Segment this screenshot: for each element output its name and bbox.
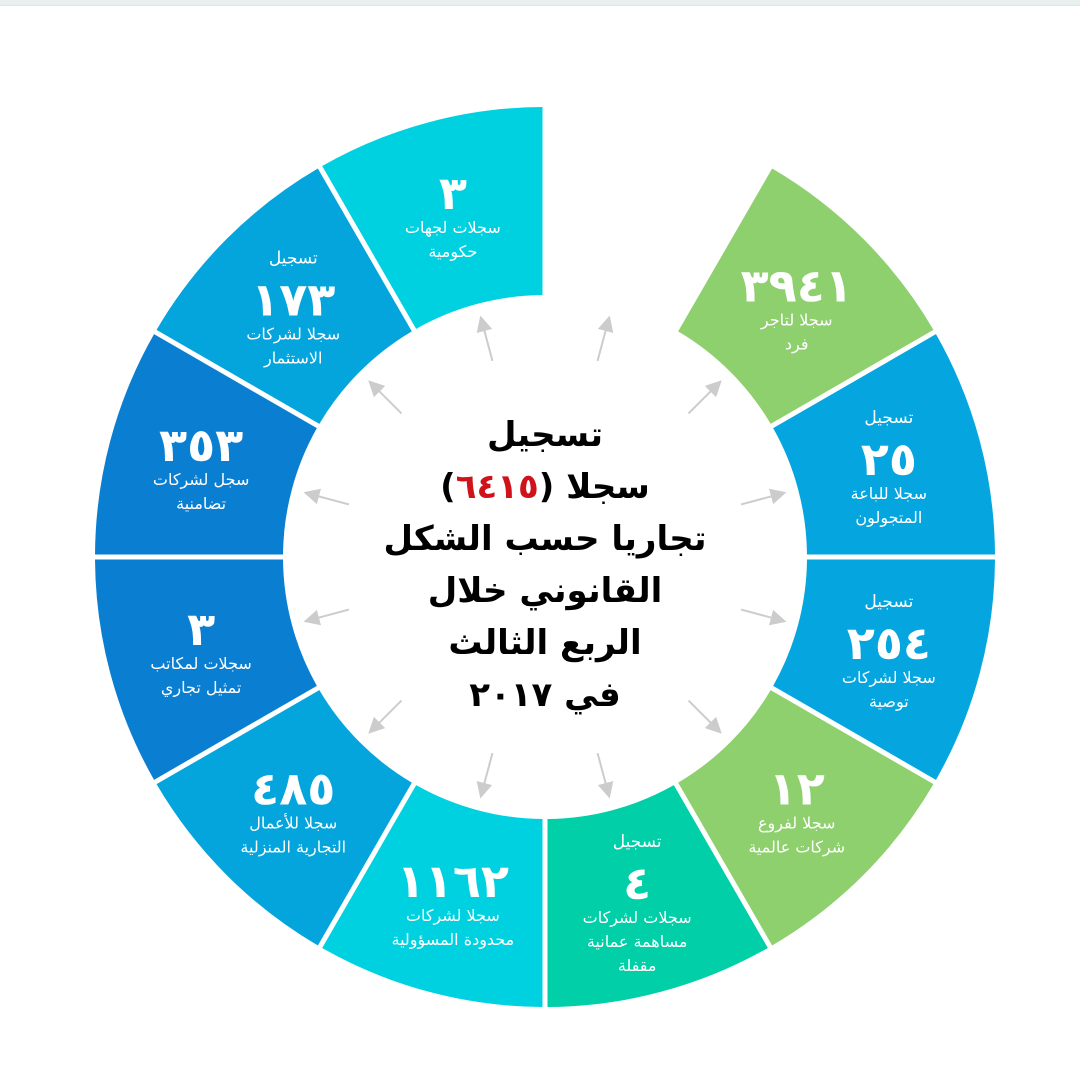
segment-shape bbox=[95, 559, 317, 780]
segment-label: الاستثمار bbox=[263, 348, 322, 368]
arrows-group bbox=[303, 315, 787, 799]
segment-label: سجلا للباعة bbox=[851, 484, 927, 503]
segment-label: المتجولون bbox=[855, 508, 922, 528]
segment-label: تضامنية bbox=[176, 494, 226, 513]
segment-shape bbox=[547, 785, 768, 1007]
arrow-icon bbox=[596, 315, 614, 362]
segment-value: ٢٥٤ bbox=[847, 616, 931, 670]
arrow-icon bbox=[303, 608, 350, 626]
segment-shape bbox=[678, 690, 934, 946]
segment-label: تمثيل تجاري bbox=[161, 678, 241, 698]
arrow-icon bbox=[368, 380, 403, 415]
arrow-icon bbox=[687, 380, 722, 415]
paren-open: ( bbox=[539, 467, 566, 507]
segment-shape bbox=[773, 334, 995, 555]
segment-shape bbox=[95, 334, 317, 555]
segment-prefix: تسجيل bbox=[864, 408, 913, 428]
segment-label: مساهمة عمانية bbox=[587, 932, 688, 951]
arrow-icon bbox=[740, 488, 787, 506]
center-title-line-2: سجلا (٦٤١٥) bbox=[440, 467, 650, 507]
segment-prefix: تسجيل bbox=[613, 832, 662, 852]
segment-value: ١١٦٢ bbox=[397, 854, 509, 908]
segment-shape bbox=[322, 785, 543, 1007]
center-title-word: سجلا bbox=[566, 467, 650, 507]
segment-label: سجلا لشركات bbox=[406, 906, 500, 926]
arrow-icon bbox=[303, 488, 350, 506]
segment-shape bbox=[322, 107, 543, 329]
segment-value: ٣ bbox=[187, 602, 215, 656]
center-title: تسجيل سجلا (٦٤١٥) تجاريا حسب الشكل القان… bbox=[383, 415, 706, 715]
segment-label: التجارية المنزلية bbox=[240, 838, 346, 858]
segment-label: شركات عالمية bbox=[748, 838, 845, 858]
top-strip bbox=[0, 0, 1080, 6]
arrow-icon bbox=[596, 752, 614, 799]
segment-label: سجلا للأعمال bbox=[249, 813, 337, 833]
segment-label: سجل لشركات bbox=[153, 470, 249, 490]
center-title-line-1: تسجيل bbox=[487, 415, 603, 455]
segment-label: فرد bbox=[785, 334, 809, 354]
segment-label: سجلات لشركات bbox=[583, 908, 692, 928]
center-title-line-5: الربع الثالث bbox=[448, 623, 641, 663]
arrow-icon bbox=[476, 752, 494, 799]
segment-value: ٤ bbox=[623, 856, 651, 910]
segment-label: حكومية bbox=[428, 242, 477, 262]
segment-label: سجلا لفروع bbox=[758, 814, 835, 834]
segment-prefix: تسجيل bbox=[269, 248, 318, 268]
segment-shape bbox=[773, 559, 995, 780]
segment-label: سجلا لتاجر bbox=[760, 310, 833, 330]
center-title-line-3: تجاريا حسب الشكل bbox=[383, 519, 706, 559]
center-title-line-6: في ٢٠١٧ bbox=[469, 675, 621, 715]
arrow-icon bbox=[687, 699, 722, 734]
segment-label: مقفلة bbox=[618, 956, 657, 975]
segment-label: سجلا لشركات bbox=[246, 324, 340, 344]
segment-value: ١٧٣ bbox=[251, 272, 335, 326]
segment-value: ٣٥٣ bbox=[159, 418, 243, 472]
segment-shape bbox=[156, 168, 412, 424]
segment-label: سجلات لجهات bbox=[405, 218, 501, 238]
arrow-icon bbox=[740, 608, 787, 626]
segment-value: ٣٩٤١ bbox=[741, 258, 853, 312]
segment-value: ٢٥ bbox=[861, 432, 917, 486]
segment-label: سجلا لشركات bbox=[842, 668, 936, 688]
arrow-icon bbox=[476, 315, 494, 362]
center-title-line-4: القانوني خلال bbox=[428, 571, 663, 611]
segment-label: توصية bbox=[869, 692, 909, 712]
segment-label: سجلات لمكاتب bbox=[150, 654, 251, 673]
center-total-value: ٦٤١٥ bbox=[456, 467, 539, 507]
segment-shape bbox=[678, 168, 934, 424]
segment-value: ٣ bbox=[439, 166, 467, 220]
paren-close: ) bbox=[440, 467, 456, 507]
segment-value: ١٢ bbox=[769, 762, 825, 816]
segment-prefix: تسجيل bbox=[864, 592, 913, 612]
segment-value: ٤٨٥ bbox=[251, 762, 335, 816]
segment-shape bbox=[156, 690, 412, 946]
arrow-icon bbox=[368, 699, 403, 734]
segment-label: محدودة المسؤولية bbox=[391, 930, 514, 950]
